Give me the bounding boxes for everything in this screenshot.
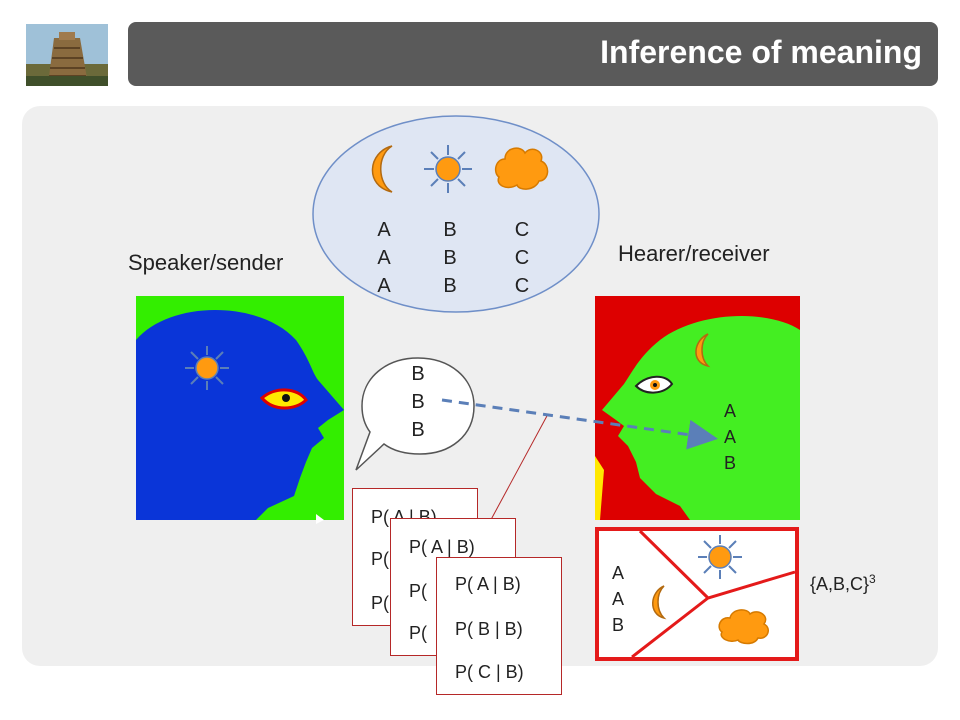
bubble-letter: B [411, 391, 425, 413]
moon-icon [371, 145, 393, 193]
inferred-letter: B [723, 453, 736, 473]
hearer-inferred-text: A A B [720, 398, 740, 476]
column-letter: B [443, 247, 457, 269]
probability-line: P( [409, 623, 427, 643]
probability-line: P( B | B) [455, 619, 523, 639]
bubble-letter: B [411, 363, 425, 385]
column-letter: B [443, 219, 457, 241]
meaning-column-b: B B B [440, 216, 460, 300]
sun-icon [424, 145, 472, 193]
column-letter: A [377, 247, 391, 269]
probability-line: P( A | B) [409, 537, 475, 557]
babel-painting-thumbnail [26, 24, 108, 86]
probability-line: P( C | B) [455, 662, 524, 682]
column-letter: C [514, 275, 530, 297]
meaning-grid [595, 527, 799, 661]
speaker-label: Speaker/sender [128, 250, 284, 275]
probability-card-3: P( A | B) P( B | B) P( C | B) [436, 557, 562, 695]
column-letter: B [443, 275, 457, 297]
bubble-letter: B [411, 419, 425, 441]
hearer-label: Hearer/receiver [618, 241, 770, 266]
hearer-head-image [595, 296, 800, 520]
grid-letter: A [611, 563, 624, 583]
transmission-arrow [441, 398, 718, 450]
slide-title: Inference of meaning [600, 34, 922, 70]
probability-line: P( [409, 581, 427, 601]
column-letter: C [514, 219, 530, 241]
speech-bubble-text: B B B [408, 360, 428, 444]
speech-bubble [355, 357, 475, 471]
speaker-head-image [136, 296, 344, 524]
grid-letter: B [611, 615, 624, 635]
set-base: {A,B,C} [810, 574, 870, 594]
probability-line: P( [371, 549, 389, 569]
column-letter: A [377, 219, 391, 241]
inferred-letter: A [723, 427, 736, 447]
column-letter: A [377, 275, 391, 297]
inferred-letter: A [723, 401, 736, 421]
probability-line: P( A | B) [455, 574, 521, 594]
probability-line: P( [371, 593, 389, 613]
meaning-column-c: C C C [512, 216, 532, 300]
grid-labels: A A B [608, 560, 628, 638]
set-expression: {A,B,C}3 [810, 572, 876, 595]
grid-letter: A [611, 589, 624, 609]
title-bar: Inference of meaning [128, 22, 938, 86]
set-exponent: 3 [869, 572, 876, 586]
cloud-icon [494, 147, 549, 190]
column-letter: C [514, 247, 530, 269]
meaning-column-a: A A A [374, 216, 394, 300]
